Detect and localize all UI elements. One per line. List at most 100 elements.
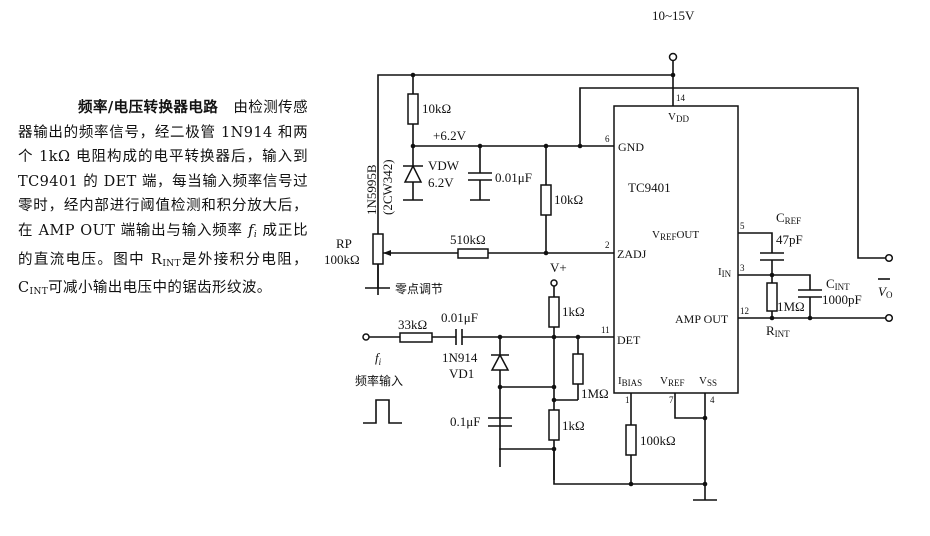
description-paragraph: 频率/电压转换器电路 由检测传感器输出的频率信号，经二极管 1N914 和两个 … [18, 96, 308, 305]
r-1k-bot-value: 1kΩ [562, 418, 585, 433]
freq-input-terminal [362, 333, 370, 341]
rint-name: RINT [766, 323, 790, 339]
pin-vss-label: VSS [699, 375, 717, 388]
description-text: 频率/电压转换器电路 由检测传感器输出的频率信号，经二极管 1N914 和两个 … [18, 96, 308, 305]
pin-vdd-label: VDD [668, 111, 689, 124]
r-mid-value: 10kΩ [554, 192, 583, 207]
resistor-1k-bottom [548, 409, 560, 441]
description-body-2: 成正比的直流电压。图中 R [18, 222, 308, 268]
supply-terminal [668, 52, 678, 62]
fi-symbol: fi [248, 222, 258, 240]
diode-name: VD1 [449, 366, 474, 381]
wire-top-rail [377, 74, 673, 295]
description-body-4: 可减小输出电压中的锯齿形纹波。 [48, 280, 272, 297]
pin-vrefout-label: VREFOUT [652, 229, 699, 242]
resistor-10k-mid [540, 184, 552, 216]
wire-vrefout [738, 232, 773, 253]
resistor-rint [766, 282, 778, 312]
pin-7-num: 7 [669, 395, 674, 405]
r-1m-det-value: 1MΩ [581, 386, 609, 401]
junction [769, 315, 775, 321]
circuit-title: 频率/电压转换器电路 [78, 99, 219, 116]
c-in-value: 0.01μF [441, 310, 478, 325]
c-01-value: 0.1μF [450, 414, 480, 429]
wire-c01-return [499, 448, 554, 450]
wire-vref [674, 393, 705, 419]
potentiometer-rp [372, 233, 384, 265]
cint-value: 1000pF [822, 292, 862, 307]
vo-terminal-top [884, 253, 894, 263]
junction [551, 397, 557, 403]
r-top-value: 10kΩ [422, 101, 451, 116]
pin-ampout-label: AMP OUT [675, 312, 729, 326]
wire-iin [738, 274, 811, 290]
resistor-1m-det [572, 353, 584, 385]
pin-vref-label: VREF [660, 375, 684, 388]
r-100k-value: 100kΩ [640, 433, 676, 448]
resistor-1k-top [548, 296, 560, 328]
pin-iin-label: IIN [718, 266, 732, 279]
ic-name: TC9401 [628, 180, 671, 195]
diode-vd1 [490, 353, 510, 371]
wire-ground-bus [553, 449, 705, 485]
junction [551, 384, 557, 390]
pin-11-num: 11 [601, 325, 610, 335]
junction [807, 315, 813, 321]
vplus-label: V+ [550, 260, 567, 275]
pin-12-num: 12 [740, 306, 749, 316]
wire-vo-top [579, 87, 886, 259]
rint-subscript: INT [162, 258, 181, 269]
c-top-value: 0.01μF [495, 170, 532, 185]
cref-name: CREF [776, 210, 801, 226]
pin-det-label: DET [617, 333, 641, 347]
junction [702, 415, 708, 421]
r-510k-value: 510kΩ [450, 232, 486, 247]
junction [551, 334, 557, 340]
pin-3-num: 3 [740, 263, 745, 273]
pin-zadj-label: ZADJ [617, 247, 647, 261]
resistor-100k [625, 424, 637, 456]
cref-value: 47pF [776, 232, 803, 247]
zener-name: VDW [428, 158, 460, 173]
cint-subscript: INT [29, 287, 49, 298]
resistor-10k-top [407, 93, 419, 125]
v62-label: +6.2V [433, 128, 467, 143]
vo-terminal-bottom [884, 313, 894, 323]
description-body-3: 是外接积分电阻，C [18, 251, 308, 297]
r-33k-value: 33kΩ [398, 317, 427, 332]
wiper-arrow [383, 250, 391, 256]
junction [543, 250, 549, 256]
diode-part: 1N914 [442, 350, 478, 365]
zener-value: 6.2V [428, 175, 454, 190]
vo-label: VO [878, 284, 893, 300]
zener-alt: (2CW342) [380, 159, 395, 215]
junction [628, 481, 634, 487]
junction [702, 481, 708, 487]
pin-4-num: 4 [710, 395, 715, 405]
pin-6-num: 6 [605, 134, 610, 144]
resistor-33k [399, 332, 433, 343]
fi-subscript: i [253, 229, 258, 240]
rint-value: 1MΩ [777, 299, 805, 314]
ic-tc9401 [613, 105, 739, 394]
r-1k-top-value: 1kΩ [562, 304, 585, 319]
supply-label: 10~15V [652, 8, 695, 23]
pin-gnd-label: GND [618, 140, 644, 154]
vplus-terminal [550, 279, 558, 287]
square-wave-icon [363, 399, 402, 424]
resistor-510k [457, 248, 489, 259]
junction [497, 384, 503, 390]
rp-name: RP [336, 236, 352, 251]
zero-adjust-label: 零点调节 [395, 282, 443, 296]
zener-part: 1N5995B [364, 164, 379, 215]
pin-14-num: 14 [676, 93, 686, 103]
zener-diode [403, 164, 423, 183]
fi-label: fi [375, 350, 382, 367]
pin-ibias-label: IBIAS [618, 375, 642, 388]
rp-value: 100kΩ [324, 252, 360, 267]
freq-input-label: 频率输入 [355, 373, 403, 388]
description-body-1: 由检测传感器输出的频率信号，经二极管 1N914 和两个 1kΩ 电阻构成的电平… [18, 100, 309, 239]
pin-5-num: 5 [740, 221, 745, 231]
cint-name: CINT [826, 276, 850, 292]
